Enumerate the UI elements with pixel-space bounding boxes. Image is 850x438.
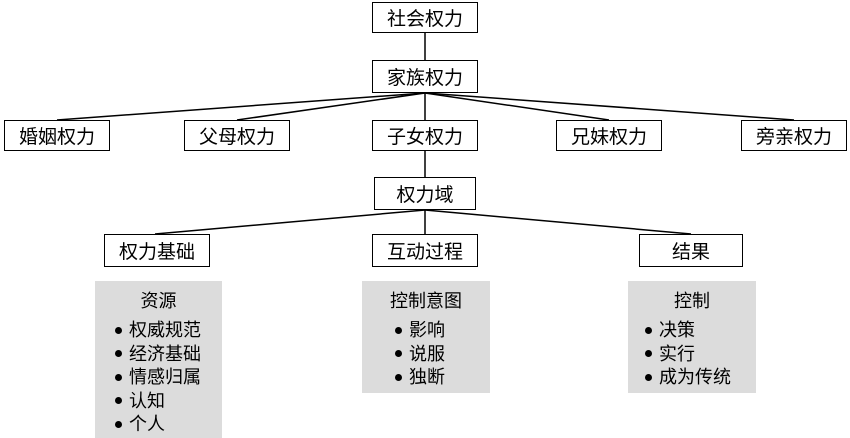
- connector-family-marriage: [56, 92, 426, 121]
- connector-family-sibling: [424, 92, 610, 121]
- bullet-icon: [645, 373, 652, 381]
- bullet-icon: [645, 326, 652, 334]
- list-item: 说服: [395, 343, 490, 367]
- bullet-icon: [115, 326, 122, 334]
- node-family-power: 家族权力: [372, 60, 478, 93]
- list-item: 成为传统: [645, 366, 756, 390]
- node-marriage-power: 婚姻权力: [4, 120, 110, 151]
- list-item: 独断: [395, 366, 490, 390]
- list-item: 经济基础: [115, 343, 222, 367]
- list-item: 权威规范: [115, 319, 222, 343]
- list-item: 决策: [645, 319, 756, 343]
- list-item: 情感归属: [115, 366, 222, 390]
- list-item: 个人: [115, 413, 222, 437]
- panel-resources-list: 权威规范 经济基础 情感归属 认知 个人: [95, 319, 222, 437]
- bullet-icon: [395, 326, 402, 334]
- panel-resources-title: 资源: [140, 291, 177, 312]
- node-outcome: 结果: [639, 234, 743, 267]
- list-item: 认知: [115, 390, 222, 414]
- panel-control-intent-title: 控制意图: [390, 291, 462, 312]
- list-item: 实行: [645, 343, 756, 367]
- bullet-icon: [115, 350, 122, 357]
- node-sibling-power: 兄妹权力: [556, 120, 662, 151]
- node-social-power: 社会权力: [372, 2, 478, 33]
- list-item: 影响: [395, 319, 490, 343]
- node-parent-power: 父母权力: [184, 120, 290, 151]
- panel-control-intent: 控制意图 影响 说服 独断: [362, 281, 490, 393]
- bullet-icon: [115, 420, 122, 428]
- connector-domain-outcome: [424, 209, 692, 235]
- bullet-icon: [395, 373, 402, 381]
- panel-control-list: 决策 实行 成为传统: [628, 319, 756, 390]
- node-interaction-process: 互动过程: [372, 234, 478, 267]
- panel-resources: 资源 权威规范 经济基础 情感归属 认知 个人: [95, 281, 222, 438]
- connector-family-parent: [236, 92, 426, 121]
- panel-control-title: 控制: [674, 291, 710, 312]
- node-children-power: 子女权力: [372, 120, 478, 151]
- bullet-icon: [115, 397, 122, 404]
- node-power-basis: 权力基础: [104, 234, 210, 267]
- connector-family-collateral: [424, 92, 795, 121]
- bullet-icon: [645, 350, 652, 357]
- connector-domain-basis: [154, 209, 426, 235]
- node-collateral-power: 旁亲权力: [741, 120, 847, 151]
- panel-control-intent-list: 影响 说服 独断: [362, 319, 490, 390]
- bullet-icon: [395, 350, 402, 357]
- bullet-icon: [115, 373, 122, 381]
- panel-control: 控制 决策 实行 成为传统: [628, 281, 756, 393]
- node-power-domain: 权力域: [374, 177, 476, 210]
